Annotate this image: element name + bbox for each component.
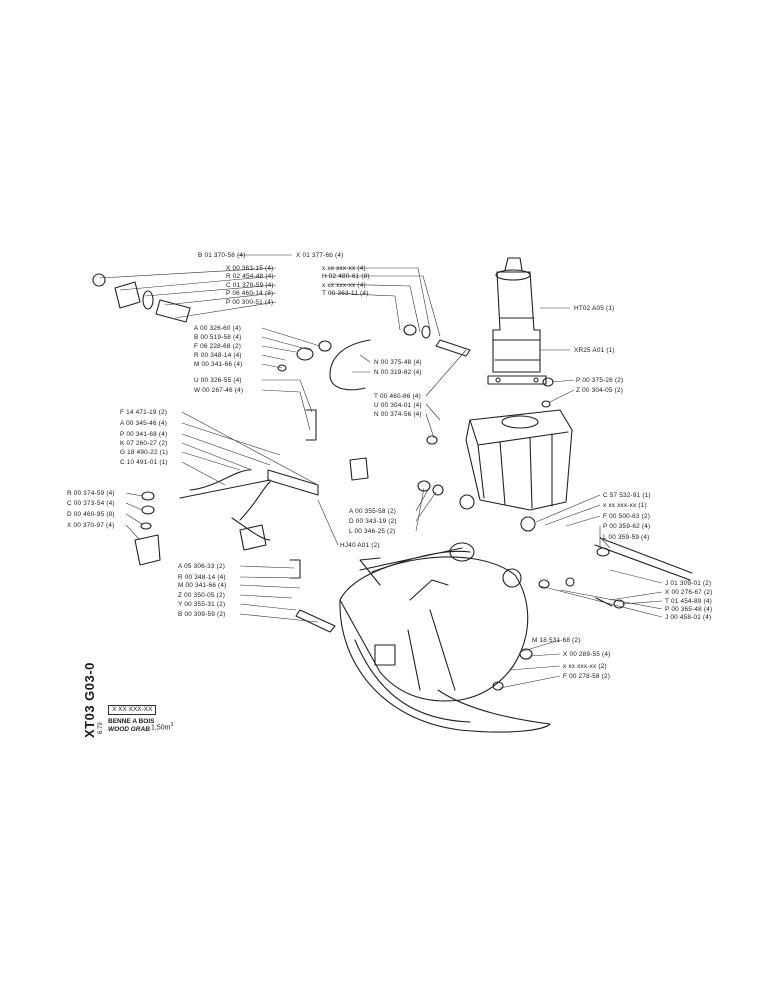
callout: W 00 267-46 (4) [194,387,244,394]
callout: J 01 309-01 (2) [665,580,712,587]
callout: C 57 532-91 (1) [603,492,651,499]
piping-set [179,457,369,541]
callout: N 00 375-48 (4) [374,359,422,366]
callout: x xx xxx-xx (4) [322,282,366,289]
callout: K 07 260-27 (2) [120,440,168,447]
callout: F 00 500-63 (2) [603,513,651,520]
title-french: BENNE A BOIS [108,718,155,725]
callout: M 18 531-68 (2) [532,637,581,644]
leader-lines [99,254,663,689]
callout: x xx xxx-xx (4) [322,265,366,272]
callout: D 00 460-95 (8) [67,511,115,518]
grab-jaws [339,542,551,733]
callout: D 00 343-19 (2) [349,518,397,525]
callout: x xx xxx-xx (1) [603,502,647,509]
callout: M 00 341-66 (4) [194,361,243,368]
callout: P 00 375-26 (2) [576,377,624,384]
callout: T 00 460-86 (4) [374,393,421,400]
callout: R 00 348-14 (4) [178,574,226,581]
callout: Z 00 304-05 (2) [576,387,624,394]
title-english: WOOD GRAB [108,726,150,733]
callout: A 00 345-46 (4) [120,420,168,427]
part-number: X XX XXX-XX [108,705,157,715]
callout: U 00 326-55 (4) [194,377,242,384]
small-parts [92,273,625,691]
callout: A 00 326-60 (4) [194,325,242,332]
callout: C 10 491-01 (1) [120,459,168,466]
callout: R 02 454-48 (4) [226,273,274,280]
callout: N 00 374-56 (4) [374,411,422,418]
capacity-unit: 3 [170,722,174,728]
callout: C 00 373-54 (4) [67,500,115,507]
callout: Y 00 355-31 (2) [178,601,226,608]
callout: T 00 363-11 (4) [322,290,369,297]
rotator-assembly [487,257,547,385]
callout: J 00 458-01 (4) [665,614,712,621]
callout: X 01 377-6b (4) [296,252,344,259]
callout: A 00 355-58 (2) [349,508,397,515]
sheet-code-text: XT03 G03-0 [82,662,97,738]
callout: R 00 348-14 (4) [194,352,242,359]
callout: N 00 319-82 (4) [374,369,422,376]
callout: R 00 374-59 (4) [67,490,115,497]
callout: B 00 309-59 (2) [178,611,226,618]
callout: F 14 471-19 (2) [120,409,168,416]
callout: P 00 359-62 (4) [603,523,651,530]
callout: P 00 365-48 (4) [665,606,713,613]
callout: Z 00 350-05 (2) [178,592,226,599]
callout: T 01 454-89 (4) [665,598,712,605]
callout: M 00 341-66 (4) [178,582,227,589]
callout: X 00 370-97 (4) [67,522,115,529]
callout: B 00 519-58 (4) [194,334,242,341]
callout: G 18 490-22 (1) [120,449,169,456]
callout: F 06 228-68 (2) [194,343,242,350]
callout: L 00 346-25 (2) [349,528,396,535]
callout: X 00 363-15 (4) [226,265,274,272]
callout: B 01 370-58 (4) [198,252,246,259]
callout: XR25 A01 (1) [574,347,615,354]
callout: HJ40 A01 (2) [340,542,380,549]
callout: U 00 304-01 (4) [374,402,422,409]
sheet-code: XT03 G03-0 [82,660,97,738]
callout: F 00 278-58 (2) [563,673,611,680]
callout: P 00 341-68 (4) [120,431,168,438]
callout: H 02 480-61 (8) [322,273,370,280]
callout: X 00 289-55 (4) [563,651,611,658]
callout: C 01 370-59 (4) [226,282,274,289]
callout: X 00 276-67 (2) [665,589,713,596]
callout: P 06 460-14 (8) [226,290,274,297]
callout: L 00 359-59 (4) [603,534,650,541]
callout: P 00 300-51 (4) [226,299,274,306]
callout: A 05 306-33 (2) [178,563,226,570]
bracket-body [459,409,573,532]
callout: HT02 A05 (1) [574,305,615,312]
capacity-value: 1,50m [151,724,171,732]
sheet-date: 6.79 [98,714,106,734]
title-block: X XX XXX-XX BENNE A BOIS WOOD GRAB [108,705,157,734]
sheet-date-text: 6.79 [98,722,104,734]
callout: x xx xxx-xx (2) [563,663,607,670]
cylinder-pin [594,537,693,581]
capacity-label: 1,50m3 [151,722,173,731]
hydraulic-hose [329,339,371,391]
